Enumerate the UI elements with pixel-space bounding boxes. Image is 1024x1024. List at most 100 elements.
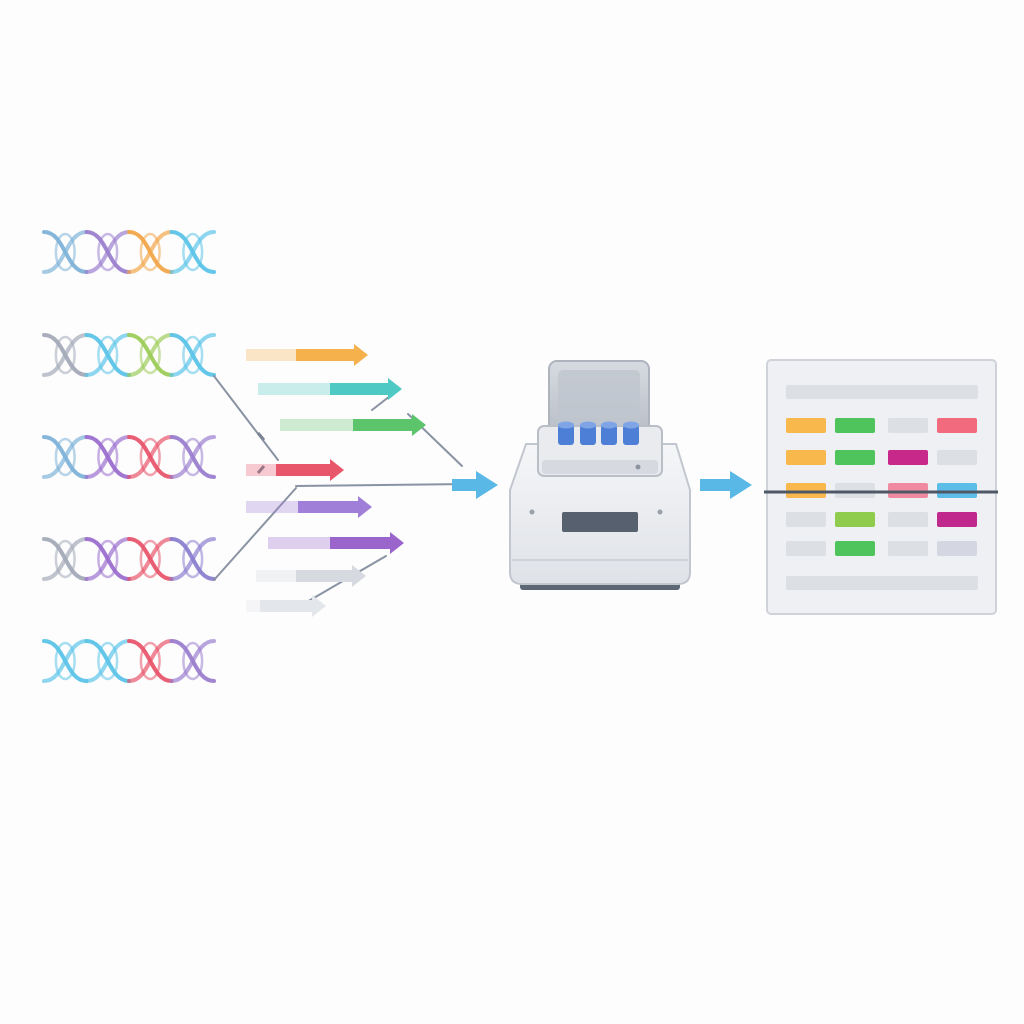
connector-line bbox=[371, 395, 391, 411]
result-cell bbox=[786, 512, 826, 527]
primer-tail bbox=[246, 349, 296, 361]
dna-backbone bbox=[127, 230, 174, 274]
dna-strand bbox=[42, 333, 216, 377]
dna-turn bbox=[139, 641, 161, 681]
connector-tick bbox=[256, 432, 266, 441]
sample-tube bbox=[558, 421, 574, 445]
instrument-display bbox=[562, 512, 638, 532]
dna-backbone bbox=[42, 537, 89, 581]
result-cell bbox=[786, 450, 826, 465]
dna-backbone bbox=[169, 435, 216, 479]
primer-head bbox=[330, 378, 402, 400]
connector-line bbox=[213, 487, 297, 581]
primer-tail bbox=[268, 537, 330, 549]
dna-turn bbox=[97, 335, 119, 375]
dna-backbone bbox=[84, 639, 131, 683]
primer-head bbox=[353, 414, 426, 436]
result-cell bbox=[835, 450, 875, 465]
flow-arrow-to-results bbox=[700, 471, 752, 499]
dna-turn bbox=[97, 641, 119, 681]
tube-body bbox=[623, 425, 639, 445]
tube-cap bbox=[580, 421, 596, 429]
primer-arrow bbox=[246, 595, 326, 617]
dna-backbone bbox=[84, 435, 131, 479]
sample-tube bbox=[580, 421, 596, 445]
dna-turn bbox=[139, 437, 161, 477]
primer-head bbox=[330, 532, 404, 554]
dna-strand bbox=[42, 435, 216, 479]
result-cell bbox=[835, 512, 875, 527]
primer-arrow bbox=[268, 532, 404, 554]
dna-turn bbox=[54, 437, 76, 477]
result-cell bbox=[937, 541, 977, 556]
tube-cap bbox=[623, 421, 639, 429]
connector-tick bbox=[256, 465, 266, 474]
dna-turn bbox=[54, 232, 76, 272]
primer-tail bbox=[280, 419, 353, 431]
result-cell bbox=[835, 418, 875, 433]
dna-backbone bbox=[169, 230, 216, 274]
connector-line bbox=[213, 375, 279, 461]
dna-backbone bbox=[42, 435, 89, 479]
sample-tube bbox=[601, 421, 617, 445]
primer-tail bbox=[246, 464, 276, 476]
dna-turn bbox=[182, 641, 204, 681]
instrument-lid-window bbox=[558, 370, 640, 432]
primer-tail bbox=[256, 570, 296, 582]
results-panel bbox=[764, 359, 998, 615]
instrument-block-front bbox=[542, 460, 658, 474]
dna-backbone bbox=[84, 230, 131, 274]
instrument-indicator bbox=[635, 464, 641, 470]
primer-head bbox=[296, 565, 366, 587]
result-cell bbox=[937, 418, 977, 433]
primer-tail bbox=[258, 383, 330, 395]
result-cell bbox=[786, 418, 826, 433]
primer-head bbox=[298, 496, 372, 518]
dna-backbone bbox=[127, 333, 174, 377]
primer-arrow bbox=[280, 414, 426, 436]
dna-backbone bbox=[42, 333, 89, 377]
tube-body bbox=[558, 425, 574, 445]
dna-backbone bbox=[84, 537, 131, 581]
dna-turn bbox=[97, 232, 119, 272]
dna-backbone bbox=[127, 537, 174, 581]
results-header-bar bbox=[786, 385, 978, 399]
dna-strand bbox=[42, 639, 216, 683]
dna-turn bbox=[182, 437, 204, 477]
dna-strand bbox=[42, 537, 216, 581]
instrument-screw bbox=[529, 509, 535, 515]
primer-arrow bbox=[256, 565, 366, 587]
results-footer-bar bbox=[786, 576, 978, 590]
dna-turn bbox=[54, 539, 76, 579]
result-cell bbox=[937, 512, 977, 527]
result-cell bbox=[888, 541, 928, 556]
connector-line bbox=[295, 483, 471, 487]
dna-turn bbox=[54, 335, 76, 375]
sample-tube bbox=[623, 421, 639, 445]
dna-turn bbox=[139, 335, 161, 375]
primer-arrow bbox=[246, 459, 344, 481]
tube-body bbox=[580, 425, 596, 445]
dna-turn bbox=[182, 335, 204, 375]
result-cell bbox=[937, 450, 977, 465]
primer-arrow bbox=[246, 344, 368, 366]
dna-backbone bbox=[169, 333, 216, 377]
dna-backbone bbox=[169, 639, 216, 683]
dna-turn bbox=[182, 539, 204, 579]
result-cell bbox=[835, 541, 875, 556]
dna-turn bbox=[139, 232, 161, 272]
result-cell bbox=[888, 512, 928, 527]
dna-backbone bbox=[42, 639, 89, 683]
thermal-cycler bbox=[509, 360, 691, 590]
dna-strand bbox=[42, 230, 216, 274]
dna-turn bbox=[139, 539, 161, 579]
dna-turn bbox=[97, 437, 119, 477]
flow-arrow-to-instrument bbox=[452, 471, 498, 499]
primers-group bbox=[246, 344, 426, 617]
flow-arrows bbox=[452, 471, 752, 499]
primer-arrow bbox=[246, 496, 372, 518]
dna-backbone bbox=[84, 333, 131, 377]
primer-arrow bbox=[258, 378, 402, 400]
dna-strands-group bbox=[42, 230, 216, 683]
